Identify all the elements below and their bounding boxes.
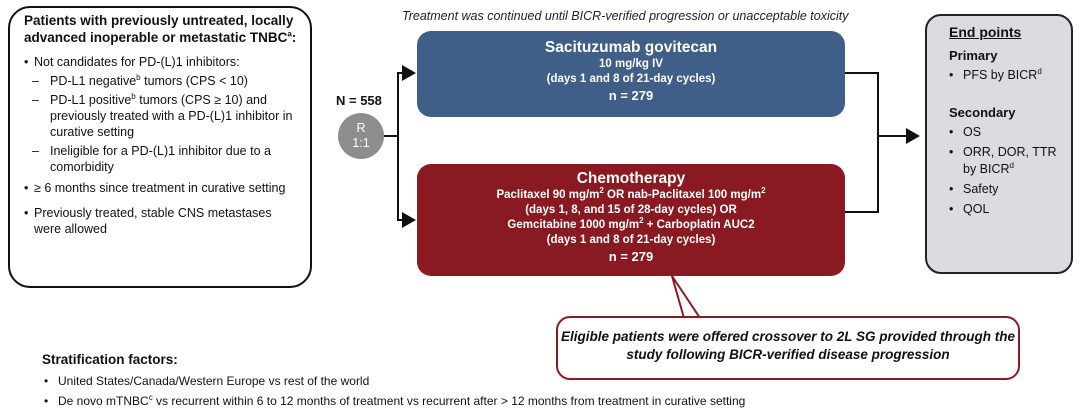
- arm-sacituzumab: Sacituzumab govitecan 10 mg/kg IV (days …: [417, 31, 845, 117]
- arrow-to-sg: [397, 65, 416, 136]
- eligibility-box: Patients with previously untreated, loca…: [8, 6, 312, 288]
- endpoints-box: End points Primary PFS by BICRd Secondar…: [925, 14, 1073, 274]
- arm-chemo-name: Chemotherapy: [576, 170, 686, 187]
- callout-pointer: [671, 275, 701, 319]
- endpoint-orr: ORR, DOR, TTR by BICRd: [949, 144, 1061, 178]
- endpoints-heading: End points: [949, 24, 1022, 40]
- stratification-factor-region: United States/Canada/Western Europe vs r…: [44, 374, 369, 388]
- criterion-pdl1-positive: PD-L1 positiveb tumors (CPS ≥ 10) and pr…: [24, 92, 302, 140]
- eligibility-criteria: Not candidates for PD-(L)1 inhibitors: P…: [24, 54, 302, 237]
- endpoint-pfs: PFS by BICRd: [949, 67, 1061, 84]
- arm-chemotherapy: Chemotherapy Paclitaxel 90 mg/m2 OR nab-…: [417, 164, 845, 276]
- arrow-to-chemo: [397, 136, 416, 228]
- merge-line-sg: [845, 72, 879, 136]
- randomization-ratio: 1:1: [352, 136, 370, 150]
- randomization-r: R: [356, 121, 366, 135]
- eligibility-title: Patients with previously untreated, loca…: [24, 13, 297, 45]
- criterion-cns-metastases: Previously treated, stable CNS metastase…: [24, 205, 302, 237]
- arm-sg-dose: 10 mg/kg IV: [599, 58, 663, 70]
- secondary-label: Secondary: [949, 105, 1016, 120]
- arm-chemo-n: n = 279: [608, 249, 654, 264]
- stratification-title: Stratification factors:: [42, 352, 178, 367]
- criterion-pdl1-negative: PD-L1 negativeb tumors (CPS < 10): [24, 73, 302, 89]
- criterion-not-candidates: Not candidates for PD-(L)1 inhibitors:: [24, 54, 302, 70]
- arm-sg-name: Sacituzumab govitecan: [544, 39, 718, 56]
- treatment-note: Treatment was continued until BICR-verif…: [402, 9, 849, 23]
- randomization-circle: R 1:1: [338, 113, 384, 159]
- endpoint-safety: Safety: [949, 181, 1061, 198]
- arm-chemo-line3: Gemcitabine 1000 mg/m2 + Carboplatin AUC…: [507, 216, 755, 231]
- total-n-label: N = 558: [336, 93, 382, 108]
- criterion-comorbidity: Ineligible for a PD-(L)1 inhibitor due t…: [24, 143, 302, 175]
- merge-line-chemo: [845, 136, 879, 213]
- criterion-six-months: ≥ 6 months since treatment in curative s…: [24, 180, 302, 196]
- stratification-factor-recurrence: De novo mTNBCc vs recurrent within 6 to …: [44, 394, 745, 409]
- endpoint-os: OS: [949, 124, 1061, 141]
- crossover-callout: Eligible patients were offered crossover…: [556, 316, 1020, 380]
- arm-sg-n: n = 279: [608, 88, 654, 103]
- arm-sg-schedule: (days 1 and 8 of 21-day cycles): [546, 73, 716, 85]
- arm-chemo-line4: (days 1 and 8 of 21-day cycles): [546, 234, 716, 246]
- endpoint-qol: QOL: [949, 201, 1061, 218]
- primary-label: Primary: [949, 48, 998, 63]
- arm-chemo-line1: Paclitaxel 90 mg/m2 OR nab-Paclitaxel 10…: [496, 186, 766, 201]
- arm-chemo-line2: (days 1, 8, and 15 of 28-day cycles) OR: [525, 204, 737, 216]
